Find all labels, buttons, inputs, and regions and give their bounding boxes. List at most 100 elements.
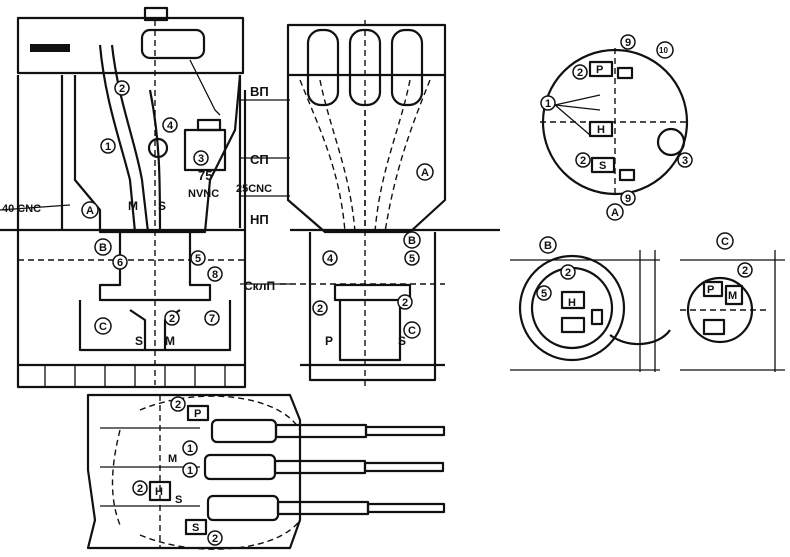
label-s-front: S <box>398 334 406 348</box>
num-8: 8 <box>212 269 218 281</box>
chute <box>189 59 221 116</box>
side-section-view <box>0 6 290 389</box>
section-c-front: C <box>408 325 416 337</box>
section-a-label: A <box>611 207 619 219</box>
gun-right-barrel <box>276 500 370 516</box>
num-2-a1: 2 <box>577 67 583 79</box>
label-h-plan: H <box>155 486 163 498</box>
gun-breech-left <box>306 28 340 107</box>
num-2b: 2 <box>169 313 175 325</box>
num-7: 7 <box>209 313 215 325</box>
front-section-view <box>280 20 500 390</box>
num-2-front-l: 2 <box>317 303 323 315</box>
plan-outline <box>86 393 302 550</box>
num-5: 5 <box>195 253 201 265</box>
section-a-left: A <box>86 205 94 217</box>
roof-hatch <box>143 6 169 22</box>
hoist-tube-3 <box>148 89 162 233</box>
machinery-cap <box>196 118 222 132</box>
machinery-4 <box>147 137 169 159</box>
hoist-dash-left <box>299 79 356 233</box>
num-1: 1 <box>105 141 111 153</box>
label-m-low: M <box>165 334 175 348</box>
num-3-a: 3 <box>682 155 688 167</box>
num-6: 6 <box>117 257 123 269</box>
label-sp: СП <box>250 152 269 167</box>
label-s-low: S <box>135 334 143 348</box>
label-h-b: H <box>568 297 576 309</box>
num-2: 2 <box>119 83 125 95</box>
label-p-a: P <box>596 64 603 76</box>
gun-breech-right <box>390 28 424 107</box>
plan-view <box>86 393 446 550</box>
num-10: 10 <box>659 46 668 55</box>
gun-left-housing <box>210 418 278 444</box>
label-m-plan: M <box>168 453 177 465</box>
hoist-tube-1 <box>98 44 137 233</box>
num-2-plan-mid: 2 <box>137 483 143 495</box>
num-4-front: 4 <box>327 253 334 265</box>
num-5-front: 5 <box>409 253 415 265</box>
label-np: НП <box>250 212 269 227</box>
gun-center-housing <box>203 453 277 481</box>
roof-detail <box>30 44 70 52</box>
plan-section-b <box>510 250 671 372</box>
gun-center-barrel <box>273 459 367 475</box>
rangefinder <box>140 28 206 60</box>
section-b-ring <box>518 254 626 362</box>
label-25cnc: 25CNC <box>236 183 272 195</box>
gunhouse-body <box>73 74 242 234</box>
num-2-front-r: 2 <box>402 297 408 309</box>
label-p-c: P <box>707 284 714 296</box>
plan-section-c <box>680 250 785 372</box>
num-5-b: 5 <box>541 288 547 300</box>
num-9-bottom: 9 <box>625 193 631 205</box>
section-b-label: B <box>544 240 552 252</box>
num-2-b: 2 <box>565 267 571 279</box>
num-2-plan-bottom: 2 <box>212 533 218 545</box>
gun-right-housing <box>206 494 280 522</box>
section-c-label: C <box>721 236 729 248</box>
label-s-plan-a: S <box>175 494 182 506</box>
label-h-a: H <box>597 124 605 136</box>
item-p <box>588 60 614 78</box>
num-1-plan-a: 1 <box>187 443 193 455</box>
label-40cnc: 40 CNC <box>2 203 41 215</box>
deck-40cnc <box>0 204 71 211</box>
num-4: 4 <box>167 120 174 132</box>
label-p-front: P <box>325 334 333 348</box>
item-s <box>590 156 616 174</box>
label-s-plan-b: S <box>192 522 199 534</box>
label-sklp: СклП <box>244 279 275 293</box>
label-nvnc: NVNC <box>188 188 219 200</box>
base-grid <box>16 363 247 389</box>
hoist-tube-2 <box>110 44 150 233</box>
num-2-a2: 2 <box>580 155 586 167</box>
label-m-left: M <box>128 199 138 213</box>
label-vp: ВП <box>250 84 269 99</box>
front-trunk <box>338 300 402 362</box>
label-p-plan: P <box>194 408 201 420</box>
num-9-top: 9 <box>625 37 631 49</box>
label-75: 75 <box>198 168 212 183</box>
section-b-front: B <box>408 235 416 247</box>
label-s-a: S <box>599 160 606 172</box>
num-3: 3 <box>198 153 204 165</box>
num-2-plan-top: 2 <box>175 399 181 411</box>
roof-outline <box>16 16 245 75</box>
section-b-left: B <box>99 242 107 254</box>
label-m-c: M <box>728 290 737 302</box>
gun-left-barrel <box>274 423 368 439</box>
num-1-plan-b: 1 <box>187 465 193 477</box>
front-body <box>286 75 447 234</box>
hoist-dash-right <box>374 79 431 233</box>
section-c-left: C <box>99 321 107 333</box>
num-1-a: 1 <box>545 98 551 110</box>
label-s-left: S <box>158 199 166 213</box>
item-h <box>588 120 614 138</box>
front-lower <box>308 232 437 382</box>
section-a-front: A <box>421 167 429 179</box>
num-2-c: 2 <box>742 265 748 277</box>
